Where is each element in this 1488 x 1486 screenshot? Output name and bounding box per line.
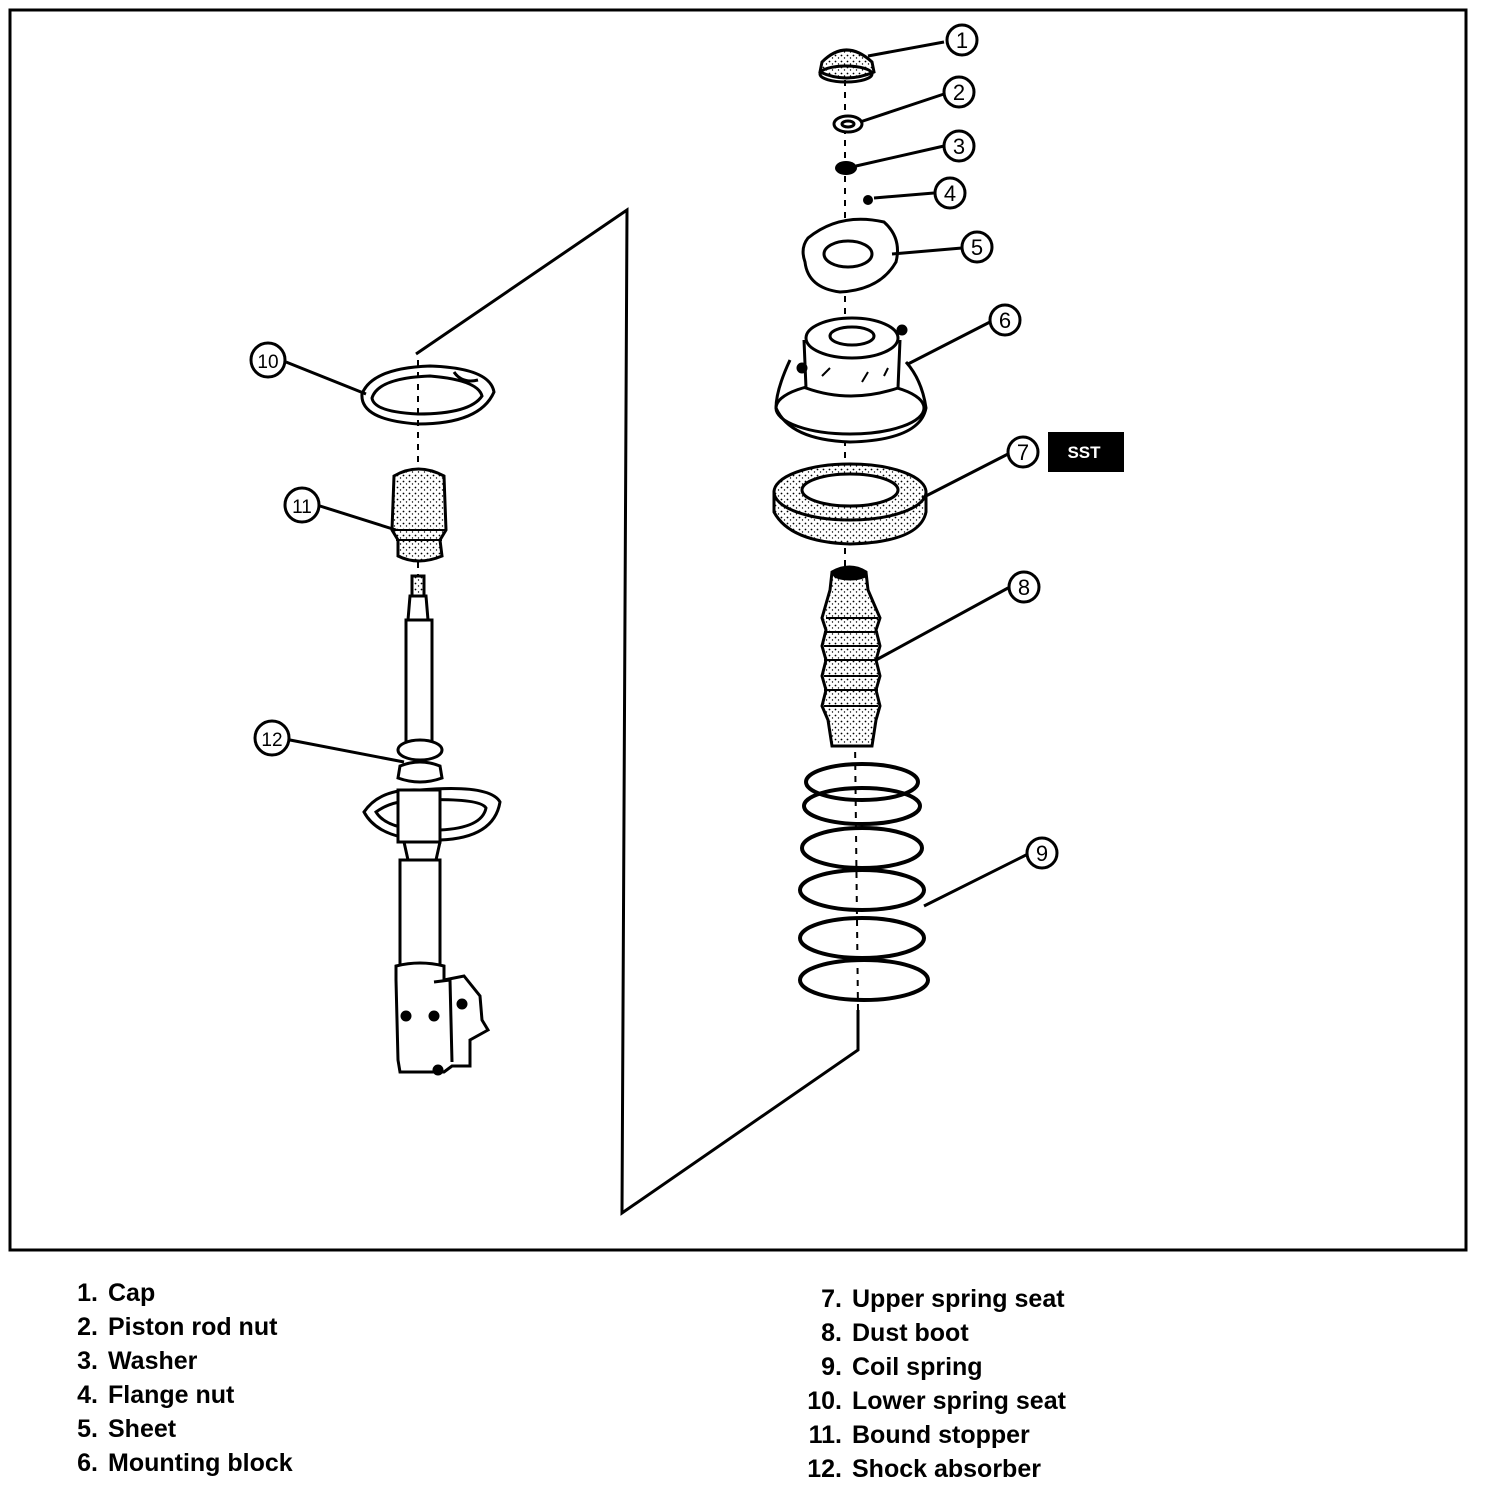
legend-item: 10. Lower spring seat: [796, 1384, 1066, 1418]
legend-item: 6. Mounting block: [52, 1446, 293, 1480]
callout-1: 1: [945, 23, 979, 57]
legend-item: 9. Coil spring: [796, 1350, 1066, 1384]
legend-label: Sheet: [108, 1415, 177, 1443]
callout-5: 5: [960, 230, 994, 264]
callout-8-label: 8: [1018, 575, 1030, 600]
sheet-part: [801, 217, 899, 294]
legend-label: Bound stopper: [852, 1421, 1030, 1449]
legend-label: Dust boot: [852, 1319, 969, 1347]
legend-number: 9.: [821, 1353, 842, 1381]
legend-item: 1. Cap: [52, 1276, 293, 1310]
callout-5-label: 5: [971, 235, 983, 260]
legend-number: 7.: [821, 1285, 842, 1313]
legend-number: 11.: [808, 1421, 842, 1449]
mounting-block-part: [774, 316, 928, 444]
legend-label: Coil spring: [852, 1353, 983, 1381]
legend-label: Upper spring seat: [852, 1285, 1065, 1313]
legend-label: Mounting block: [108, 1449, 293, 1477]
flange-nut-part: [863, 195, 873, 205]
callout-7-label: 7: [1017, 440, 1029, 465]
washer-part: [835, 161, 857, 175]
callout-11: 11: [283, 486, 321, 524]
legend-label: Piston rod nut: [108, 1313, 278, 1341]
upper-spring-seat-part: [772, 462, 928, 546]
legend-item: 2. Piston rod nut: [52, 1310, 293, 1344]
legend-item: 8. Dust boot: [796, 1316, 1066, 1350]
legend-item: 11. Bound stopper: [796, 1418, 1066, 1452]
parts-legend-right: 7. Upper spring seat 8. Dust boot 9. Coil s…: [796, 1282, 1066, 1486]
sst-badge: SST: [1048, 432, 1124, 472]
legend-number: 4.: [77, 1381, 98, 1409]
parts-legend-left: 1. Cap 2. Piston rod nut 3. Washer 4. Flange…: [52, 1276, 293, 1480]
callout-7: 7: [1006, 435, 1040, 469]
legend-number: 6.: [77, 1449, 98, 1477]
legend-number: 2.: [77, 1313, 98, 1341]
assembly-connector-line: [415, 207, 860, 1216]
callout-8: 8: [1007, 570, 1041, 604]
bound-stopper-part: [390, 467, 448, 563]
callout-2-label: 2: [953, 80, 965, 105]
callout-11-label: 11: [292, 497, 312, 518]
legend-number: 8.: [821, 1319, 842, 1347]
callout-6: 6: [988, 303, 1022, 337]
leader-lines: [285, 40, 1029, 908]
legend-number: 10.: [807, 1387, 842, 1415]
legend-item: 4. Flange nut: [52, 1378, 293, 1412]
callout-12: 12: [253, 719, 291, 757]
callout-6-label: 6: [999, 308, 1011, 333]
callout-10: 10: [249, 341, 287, 379]
callout-12-label: 12: [261, 730, 282, 751]
legend-number: 5.: [77, 1415, 98, 1443]
legend-number: 1.: [77, 1279, 98, 1307]
sst-badge-label: SST: [1067, 443, 1101, 462]
legend-label: Washer: [108, 1347, 198, 1375]
callout-3: 3: [942, 129, 976, 163]
callout-2: 2: [942, 75, 976, 109]
piston-rod-nut-part: [832, 114, 864, 134]
legend-label: Lower spring seat: [852, 1387, 1066, 1415]
diagram-frame: [8, 8, 1468, 1252]
legend-item: 5. Sheet: [52, 1412, 293, 1446]
callout-9-label: 9: [1036, 841, 1048, 866]
legend-item: 3. Washer: [52, 1344, 293, 1378]
legend-label: Shock absorber: [852, 1455, 1041, 1483]
legend-label: Cap: [108, 1279, 156, 1307]
callout-10-label: 10: [257, 352, 278, 373]
callout-1-label: 1: [956, 28, 968, 53]
legend-item: 7. Upper spring seat: [796, 1282, 1066, 1316]
legend-number: 12.: [807, 1455, 842, 1483]
coil-spring-part: [798, 762, 930, 1002]
dust-boot-part: [820, 565, 882, 748]
legend-number: 3.: [77, 1347, 98, 1375]
callout-4-label: 4: [944, 181, 956, 206]
legend-label: Flange nut: [108, 1381, 235, 1409]
callout-9: 9: [1025, 836, 1059, 870]
lower-spring-seat-part: [360, 364, 496, 426]
legend-item: 12. Shock absorber: [796, 1452, 1066, 1486]
callout-4: 4: [933, 176, 967, 210]
shock-absorber-part: [362, 574, 502, 1076]
cap-part: [818, 48, 876, 84]
callout-3-label: 3: [953, 134, 965, 159]
